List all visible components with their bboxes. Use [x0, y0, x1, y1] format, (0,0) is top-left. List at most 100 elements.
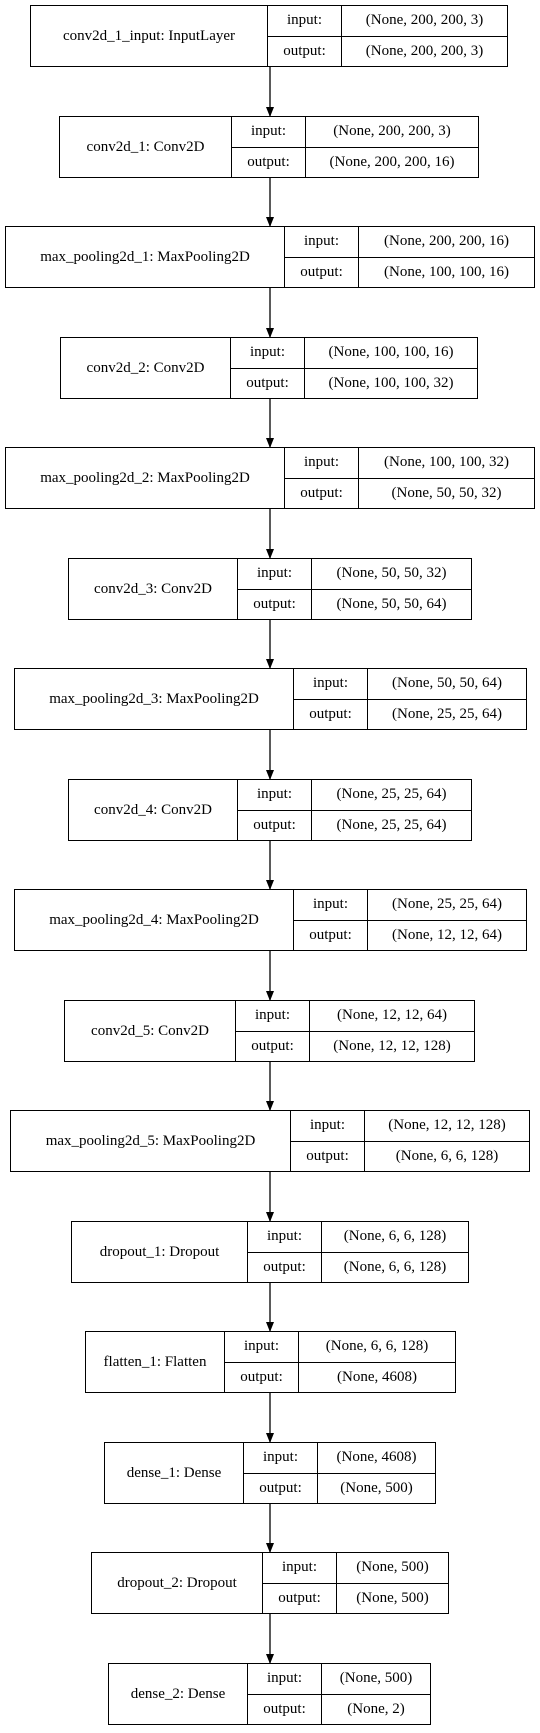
output-shape: (None, 50, 50, 32)	[359, 477, 534, 509]
input-label: input:	[249, 344, 285, 361]
output-shape: (None, 200, 200, 16)	[306, 146, 478, 178]
input-label: input:	[266, 1228, 302, 1245]
input-label: input:	[309, 1117, 345, 1134]
layer-name: max_pooling2d_5: MaxPooling2D	[45, 1132, 256, 1149]
layer-name: max_pooling2d_1: MaxPooling2D	[40, 248, 250, 265]
io-labels: input: output:	[237, 559, 311, 619]
layer-node: max_pooling2d_5: MaxPooling2D input: outpu…	[10, 1110, 530, 1172]
input-shape: (None, 100, 100, 16)	[328, 344, 454, 361]
output-label: output:	[248, 1251, 321, 1283]
io-shapes: (None, 4608) (None, 500)	[317, 1443, 435, 1503]
io-labels: input:output:	[237, 780, 311, 840]
input-shape: (None, 25, 25, 64)	[336, 786, 447, 803]
layer-name: dropout_1: Dropout	[99, 1243, 220, 1260]
layer-name: dense_2: Dense	[130, 1685, 226, 1702]
io-shapes: (None, 50, 50, 32) (None, 50, 50, 64)	[311, 559, 471, 619]
layer-name: max_pooling2d_4: MaxPooling2D	[49, 911, 259, 928]
io-shapes: (None, 500)(None, 2)	[321, 1664, 430, 1724]
input-label: input:	[262, 1449, 298, 1466]
output-shape: (None, 500)	[318, 1472, 435, 1504]
input-label: input:	[243, 1338, 279, 1355]
layer-name: conv2d_2: Conv2D	[86, 359, 205, 376]
output-label: output:	[248, 1693, 321, 1725]
io-labels: input: output:	[230, 338, 304, 398]
input-shape: (None, 12, 12, 128)	[388, 1117, 506, 1134]
output-label: output:	[244, 1472, 317, 1504]
input-shape: (None, 6, 6, 128)	[325, 1338, 429, 1355]
input-label: input:	[254, 1007, 290, 1024]
input-label: input:	[303, 233, 339, 250]
layer-node: max_pooling2d_3: MaxPooling2D input:outpu…	[14, 668, 527, 730]
io-shapes: (None, 6, 6, 128) (None, 6, 6, 128)	[321, 1222, 468, 1282]
io-shapes: (None, 12, 12, 128) (None, 6, 6, 128)	[364, 1111, 529, 1171]
layer-name: dense_1: Dense	[126, 1464, 222, 1481]
layer-name: max_pooling2d_2: MaxPooling2D	[40, 469, 250, 486]
output-label: output:	[291, 1140, 364, 1172]
layer-name: max_pooling2d_3: MaxPooling2D	[49, 690, 259, 707]
io-shapes: (None, 200, 200, 16)(None, 100, 100, 16)	[358, 227, 534, 287]
input-shape: (None, 50, 50, 32)	[336, 565, 447, 582]
input-shape: (None, 200, 200, 3)	[365, 12, 484, 29]
input-shape: (None, 200, 200, 3)	[333, 123, 451, 140]
input-label: input:	[256, 565, 292, 582]
io-shapes: (None, 25, 25, 64)(None, 12, 12, 64)	[367, 890, 526, 950]
output-shape: (None, 200, 200, 3)	[342, 35, 507, 67]
output-label: output:	[268, 35, 341, 67]
input-label: input:	[312, 675, 348, 692]
io-labels: input: output:	[247, 1222, 321, 1282]
output-shape: (None, 500)	[337, 1582, 448, 1614]
io-shapes: (None, 25, 25, 64) (None, 25, 25, 64)	[311, 780, 471, 840]
input-shape: (None, 4608)	[336, 1449, 417, 1466]
io-labels: input:output:	[262, 1553, 336, 1613]
output-label: output:	[231, 367, 304, 399]
output-label: output:	[285, 477, 358, 509]
io-shapes: (None, 200, 200, 3) (None, 200, 200, 16)	[305, 117, 478, 177]
output-label: output:	[238, 588, 311, 620]
input-label: input:	[286, 12, 322, 29]
input-shape: (None, 500)	[356, 1559, 429, 1576]
input-shape: (None, 50, 50, 64)	[392, 675, 502, 692]
layer-node: max_pooling2d_1: MaxPooling2D input: outpu…	[5, 226, 535, 288]
output-label: output:	[232, 146, 305, 178]
input-shape: (None, 12, 12, 64)	[337, 1007, 447, 1024]
layer-name: conv2d_1: Conv2D	[86, 138, 205, 155]
input-shape: (None, 500)	[339, 1670, 413, 1687]
output-shape: (None, 6, 6, 128)	[322, 1251, 468, 1283]
input-shape: (None, 200, 200, 16)	[384, 233, 509, 250]
input-shape: (None, 100, 100, 32)	[384, 454, 509, 471]
io-shapes: (None, 12, 12, 64) (None, 12, 12, 128)	[309, 1001, 474, 1061]
layer-node: max_pooling2d_2: MaxPooling2D input:outpu…	[5, 447, 535, 509]
layer-name: conv2d_1_input: InputLayer	[62, 27, 236, 44]
output-shape: (None, 50, 50, 64)	[312, 588, 471, 620]
io-labels: input: output:	[290, 1111, 364, 1171]
input-shape: (None, 6, 6, 128)	[343, 1228, 447, 1245]
output-label: output:	[225, 1361, 298, 1393]
input-label: input:	[250, 123, 286, 140]
io-labels: input: output:	[231, 117, 305, 177]
io-labels: input:output:	[293, 669, 367, 729]
output-shape: (None, 12, 12, 128)	[310, 1030, 474, 1062]
output-shape: (None, 6, 6, 128)	[365, 1140, 529, 1172]
input-label: input:	[256, 786, 292, 803]
input-label: input:	[266, 1670, 302, 1687]
output-shape: (None, 25, 25, 64)	[312, 809, 471, 841]
io-labels: input: output:	[224, 1332, 298, 1392]
io-labels: input: output:	[267, 6, 341, 66]
io-labels: input: output:	[243, 1443, 317, 1503]
io-shapes: (None, 6, 6, 128)(None, 4608)	[298, 1332, 455, 1392]
io-labels: input:output:	[284, 448, 358, 508]
output-shape: (None, 25, 25, 64)	[368, 698, 526, 730]
io-shapes: (None, 100, 100, 32) (None, 50, 50, 32)	[358, 448, 534, 508]
output-label: output:	[285, 256, 358, 288]
input-label: input:	[281, 1559, 317, 1576]
